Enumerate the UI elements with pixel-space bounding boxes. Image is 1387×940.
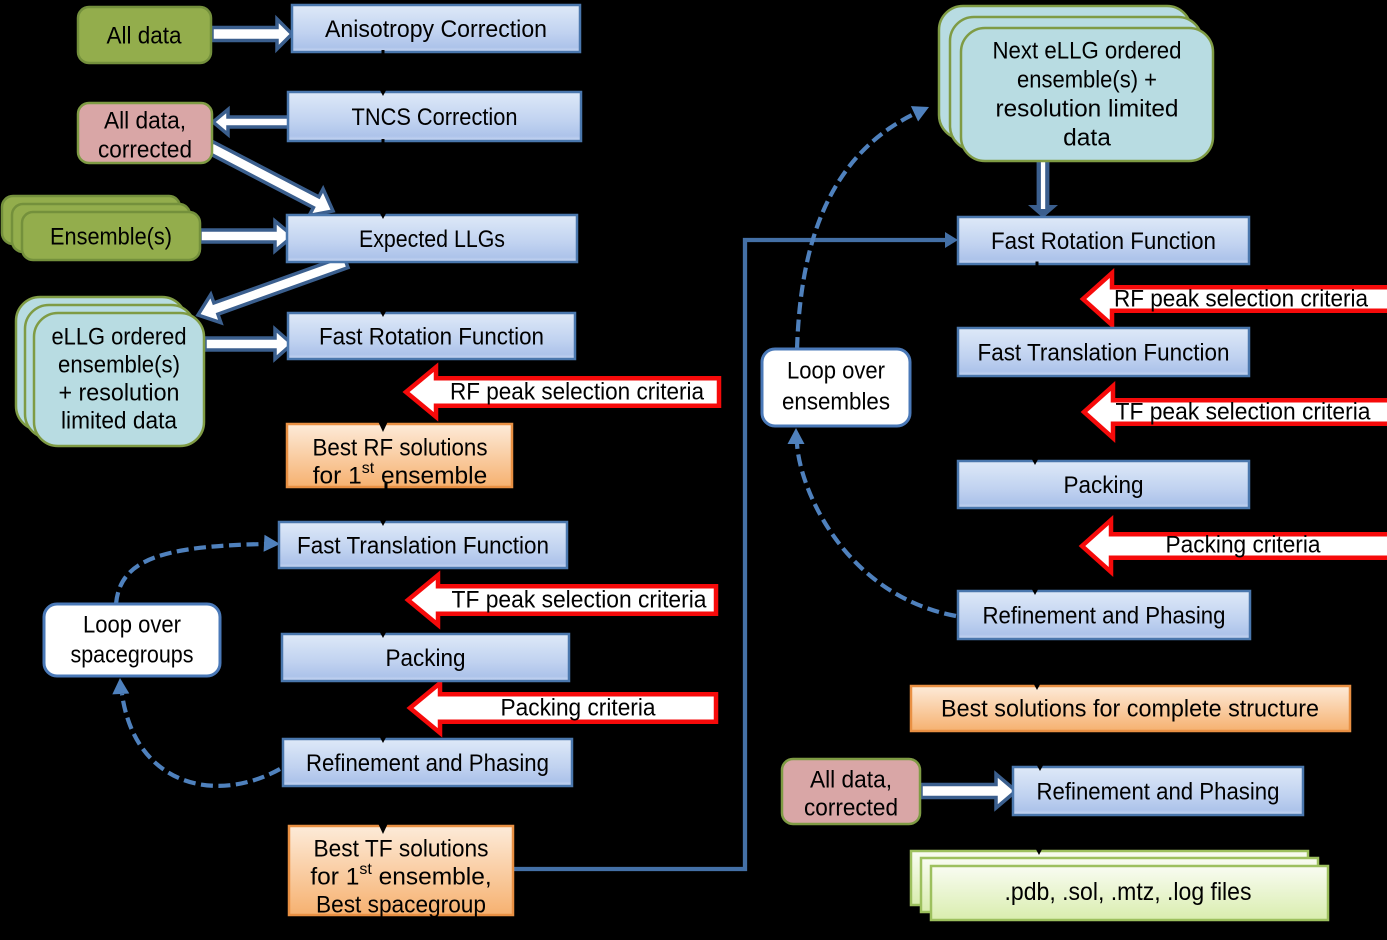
svg-text:Next eLLG ordered: Next eLLG ordered xyxy=(993,38,1182,65)
svg-text:resolution limited: resolution limited xyxy=(996,96,1179,123)
svg-text:All data,: All data, xyxy=(810,767,892,794)
svg-text:Fast Rotation Function: Fast Rotation Function xyxy=(991,228,1216,255)
svg-text:Ensemble(s): Ensemble(s) xyxy=(50,224,172,251)
svg-text:RF peak selection criteria: RF peak selection criteria xyxy=(450,379,704,406)
svg-text:Best spacegroup: Best spacegroup xyxy=(316,892,486,919)
svg-text:TNCS Correction: TNCS Correction xyxy=(352,104,518,131)
svg-text:Fast Rotation Function: Fast Rotation Function xyxy=(319,324,544,351)
svg-text:Best solutions for complete st: Best solutions for complete structure xyxy=(941,696,1319,723)
svg-text:TF peak selection criteria: TF peak selection criteria xyxy=(1116,399,1371,426)
svg-text:ensemble(s): ensemble(s) xyxy=(58,352,180,379)
svg-text:ensembles: ensembles xyxy=(782,389,890,416)
svg-text:Fast Translation Function: Fast Translation Function xyxy=(978,340,1230,367)
svg-text:Anisotropy Correction: Anisotropy Correction xyxy=(325,16,547,43)
svg-text:corrected: corrected xyxy=(804,795,898,822)
svg-text:Refinement and Phasing: Refinement and Phasing xyxy=(983,603,1226,630)
svg-text:for 1st ensemble: for 1st ensemble xyxy=(313,460,488,490)
svg-text:+ resolution: + resolution xyxy=(59,380,180,407)
svg-text:Packing criteria: Packing criteria xyxy=(1166,532,1321,559)
svg-text:.pdb, .sol, .mtz, .log files: .pdb, .sol, .mtz, .log files xyxy=(1005,878,1252,906)
svg-text:limited data: limited data xyxy=(61,408,177,435)
svg-text:RF peak selection criteria: RF peak selection criteria xyxy=(1114,286,1368,313)
svg-text:Best RF solutions: Best RF solutions xyxy=(313,435,488,462)
svg-text:All data: All data xyxy=(107,23,182,50)
svg-text:Loop over: Loop over xyxy=(787,358,885,385)
svg-text:ensemble(s) +: ensemble(s) + xyxy=(1017,67,1157,94)
svg-text:for 1st ensemble,: for 1st ensemble, xyxy=(310,861,491,891)
svg-text:Packing: Packing xyxy=(386,645,466,672)
svg-text:data: data xyxy=(1063,125,1111,152)
svg-text:Refinement and Phasing: Refinement and Phasing xyxy=(1037,779,1280,806)
svg-text:Expected LLGs: Expected LLGs xyxy=(359,226,505,253)
svg-text:eLLG ordered: eLLG ordered xyxy=(52,324,187,351)
svg-text:Fast Translation Function: Fast Translation Function xyxy=(297,533,549,560)
svg-text:spacegroups: spacegroups xyxy=(71,642,194,669)
svg-text:Loop over: Loop over xyxy=(83,612,181,639)
svg-text:Best TF solutions: Best TF solutions xyxy=(314,836,489,863)
svg-text:All data,: All data, xyxy=(104,108,186,135)
svg-text:Packing criteria: Packing criteria xyxy=(501,695,656,722)
svg-text:Refinement and Phasing: Refinement and Phasing xyxy=(306,750,549,777)
svg-text:TF peak selection criteria: TF peak selection criteria xyxy=(452,587,707,614)
svg-text:corrected: corrected xyxy=(98,137,192,164)
svg-text:Packing: Packing xyxy=(1064,472,1144,499)
